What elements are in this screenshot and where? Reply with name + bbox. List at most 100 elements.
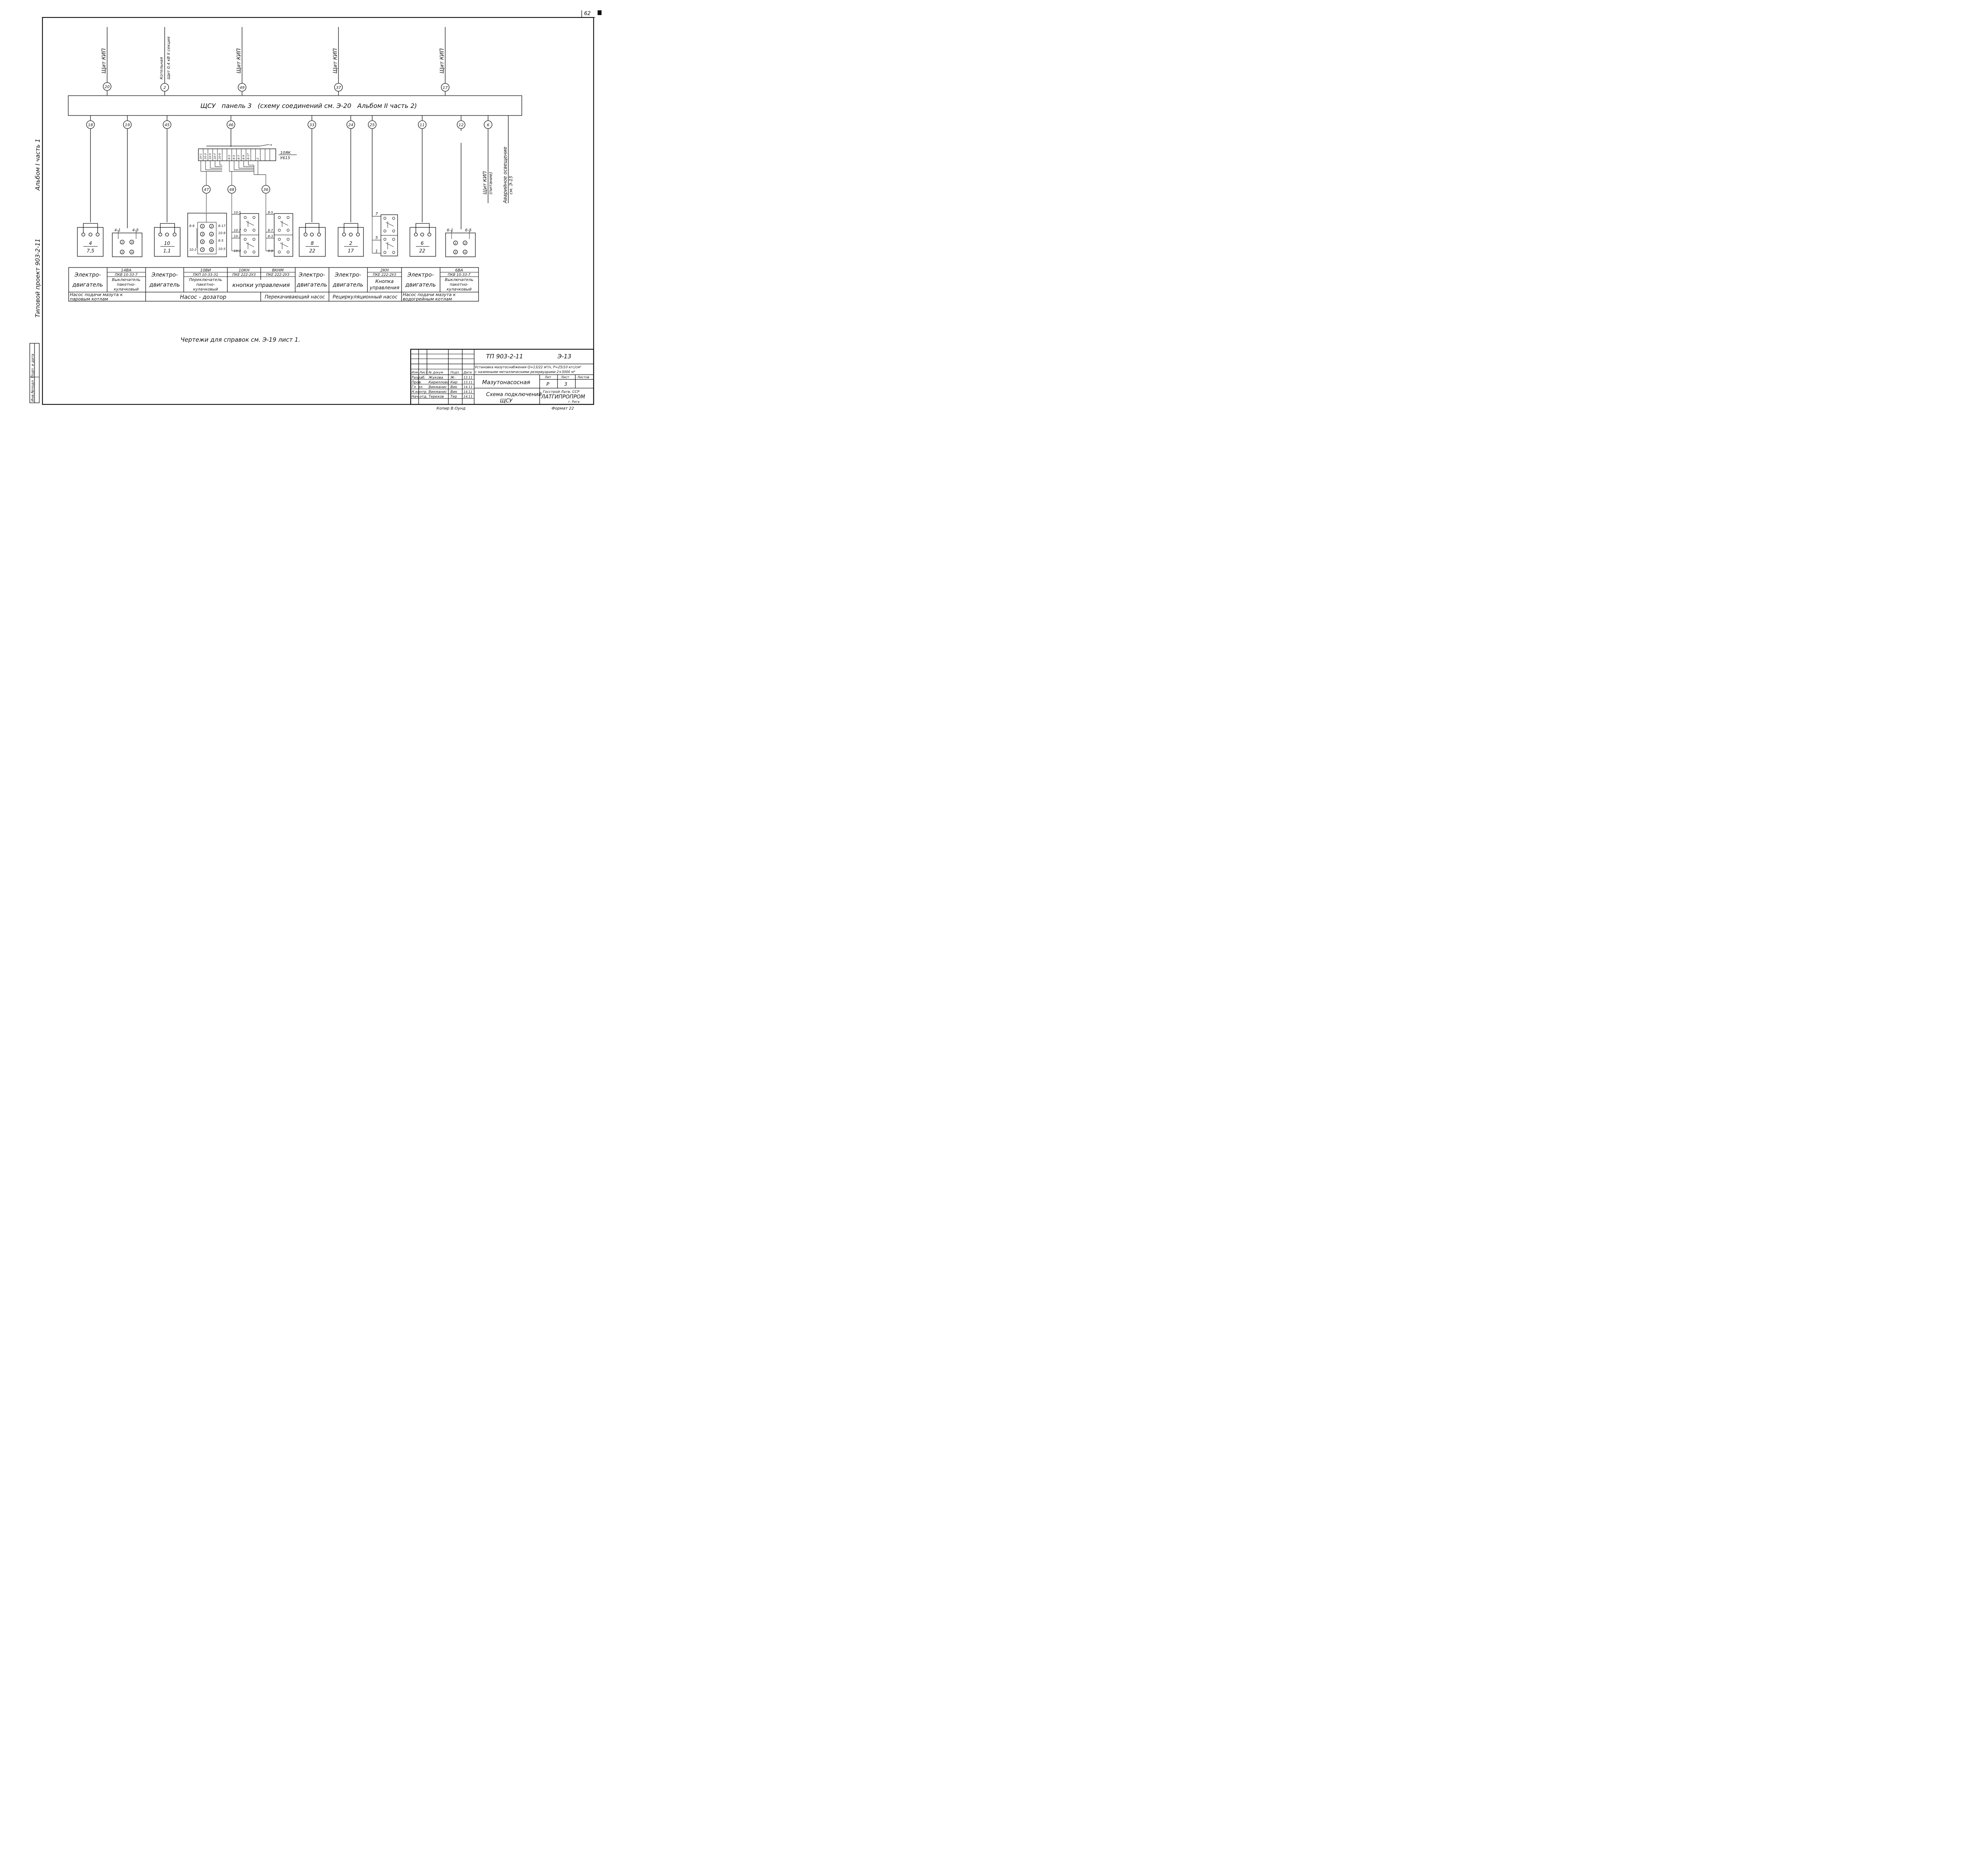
pin-label: 1	[202, 225, 203, 228]
motor-power: 17	[348, 248, 354, 254]
sheet-value: 3	[564, 381, 567, 387]
col-header: Подп.	[450, 371, 460, 374]
terminal-label: 10-9	[218, 153, 221, 160]
cell-device-type: ПКВ 10-33-7	[448, 273, 471, 277]
cell-device-l1: Выключатель	[445, 278, 473, 282]
page-corner-mark	[598, 10, 602, 15]
motor-power: 7,5	[87, 248, 94, 254]
sheet-code: Э-13	[557, 353, 571, 360]
date: 14.11	[463, 395, 473, 398]
cable-number: 11	[420, 123, 425, 127]
copy-note: Копир В.Оунд	[436, 406, 465, 411]
pin-label: 7	[202, 248, 204, 252]
left-stamp: Инв.№подл. Подп. и дата	[29, 343, 40, 403]
terminal-label: 8-5	[233, 155, 236, 160]
cable-number: 17	[443, 86, 448, 90]
terminal-label: 4-5	[132, 228, 138, 233]
cell-device-code: 10ВИ	[200, 268, 211, 273]
date: 14.11	[463, 390, 473, 394]
cell-device-l3: кулачковый	[447, 287, 472, 292]
col-header: Дата	[463, 371, 472, 374]
terminal-label: 8-9	[242, 155, 245, 160]
bottom-cable-24: 24	[346, 115, 355, 222]
note-emergency-lighting: Аварийное освещение	[502, 147, 508, 204]
cable-destination: Щит КИП	[101, 48, 107, 73]
cable-number: 36	[263, 188, 269, 192]
motor-number: 10	[164, 241, 170, 246]
panel-box	[68, 95, 522, 116]
cable-number: 45	[165, 123, 170, 127]
cable-number: 6	[487, 123, 489, 127]
role: Н.контр.	[411, 390, 427, 394]
stage-header: Листов	[577, 375, 589, 379]
terminal-label: 6-5	[465, 228, 471, 233]
cell-device-l2: пакетно-	[117, 283, 136, 287]
cell-device-code: 2КН	[381, 268, 389, 273]
terminal-label: 2	[256, 158, 260, 160]
title-block: ТП 903-2-11 Э-13 Установка мазутоснабжен…	[410, 348, 594, 405]
terminal-block-designation: 10ЯК	[280, 151, 291, 155]
mid-cable-48: 48	[227, 185, 236, 194]
col-header: № докум	[428, 371, 443, 374]
project-description: Установка мазутоснабжения Q=13/22 м³/ч, …	[475, 366, 581, 369]
stage-header: Лист	[561, 375, 569, 379]
person-name: Терехов	[429, 395, 444, 399]
drawing-title: Схема подключений	[486, 392, 542, 398]
bottom-cable-11: 11	[418, 115, 427, 222]
signature: Вик	[450, 385, 458, 389]
pin-label: 4	[464, 251, 466, 254]
motor-2: 2 17	[338, 223, 364, 257]
button-station-2kn: 7 5 1	[372, 212, 398, 256]
selector-switch-10vi: 8-9 10-3 8-17 10-9 8-5 10-5 1 2 3 4 5 6 …	[187, 213, 227, 257]
motor-number: 6	[421, 241, 424, 246]
cable-number: 37	[336, 86, 341, 90]
note-kip-panel: Щит КИП	[482, 171, 488, 194]
pin-label: 3	[202, 233, 203, 236]
purpose-transfer-pump: Перекачивающий насос	[265, 294, 325, 300]
cable-number: 25	[370, 123, 375, 127]
cell-motor-l1: Электро-	[407, 272, 434, 278]
cable-number: 2	[163, 86, 166, 90]
cell-device-l2: пакетно-	[450, 283, 469, 287]
role: Нач.отд.	[411, 395, 427, 399]
bottom-cable-6: 6	[484, 115, 492, 203]
stage-value: Р	[546, 381, 550, 387]
motor-number: 4	[89, 241, 92, 246]
cable-number: 48	[229, 188, 235, 192]
cable-number: 12	[459, 123, 464, 127]
cell-device-code: 10КН	[238, 268, 250, 273]
date: 13.11	[463, 376, 473, 379]
pin-label: 8	[211, 248, 213, 252]
pin-label: 3	[455, 251, 456, 254]
cell-motor-l2: двигатель	[333, 282, 363, 288]
top-cable-17: 17 Щит КИП	[439, 27, 450, 95]
bottom-cable-12: 12	[457, 115, 465, 229]
terminal-label: 8-17	[218, 224, 226, 228]
svg-text:→: →	[269, 143, 272, 147]
cell-device-type: ПКЕ 222-2У3	[373, 273, 396, 277]
terminal-label: 8-7	[268, 229, 273, 232]
terminal-label: 5	[375, 236, 378, 240]
motor-8: 8 22	[299, 223, 326, 257]
pin-label: 4	[211, 233, 212, 236]
switch-14ba: 4-1 4-5 1 3 2 4	[112, 228, 142, 257]
cell-device-type: ПКЕ 222-2У3	[266, 273, 289, 277]
terminal-label: 10-3	[204, 153, 207, 160]
terminal-label: 4-1	[114, 228, 121, 233]
bottom-cable-18: 18	[86, 115, 95, 222]
col-header: Лист	[419, 371, 428, 374]
cable-number: 20	[105, 85, 110, 89]
note-see-e15: см. Э-15	[508, 176, 513, 194]
cell-device-l3: кулачковый	[193, 287, 218, 292]
panel-title: ЩСУ панель 3 (схему соединений см. Э-20 …	[200, 102, 417, 110]
purpose-fuel-pump-water-2: водогрейным котлам	[403, 296, 452, 302]
motor-power: 1,1	[163, 248, 171, 254]
person-name: Кириллова	[429, 381, 449, 385]
purpose-dosing-pump: Насос - дозатор	[180, 294, 227, 300]
terminal-label: 8-9	[268, 249, 273, 253]
cell-motor-l2: двигатель	[296, 282, 327, 288]
cell-device-l1: Выключатель	[112, 278, 140, 282]
format-note: Формат 22	[552, 406, 574, 411]
cell-device-code: 8КНМ	[272, 268, 284, 273]
date: 14.11	[463, 385, 473, 389]
